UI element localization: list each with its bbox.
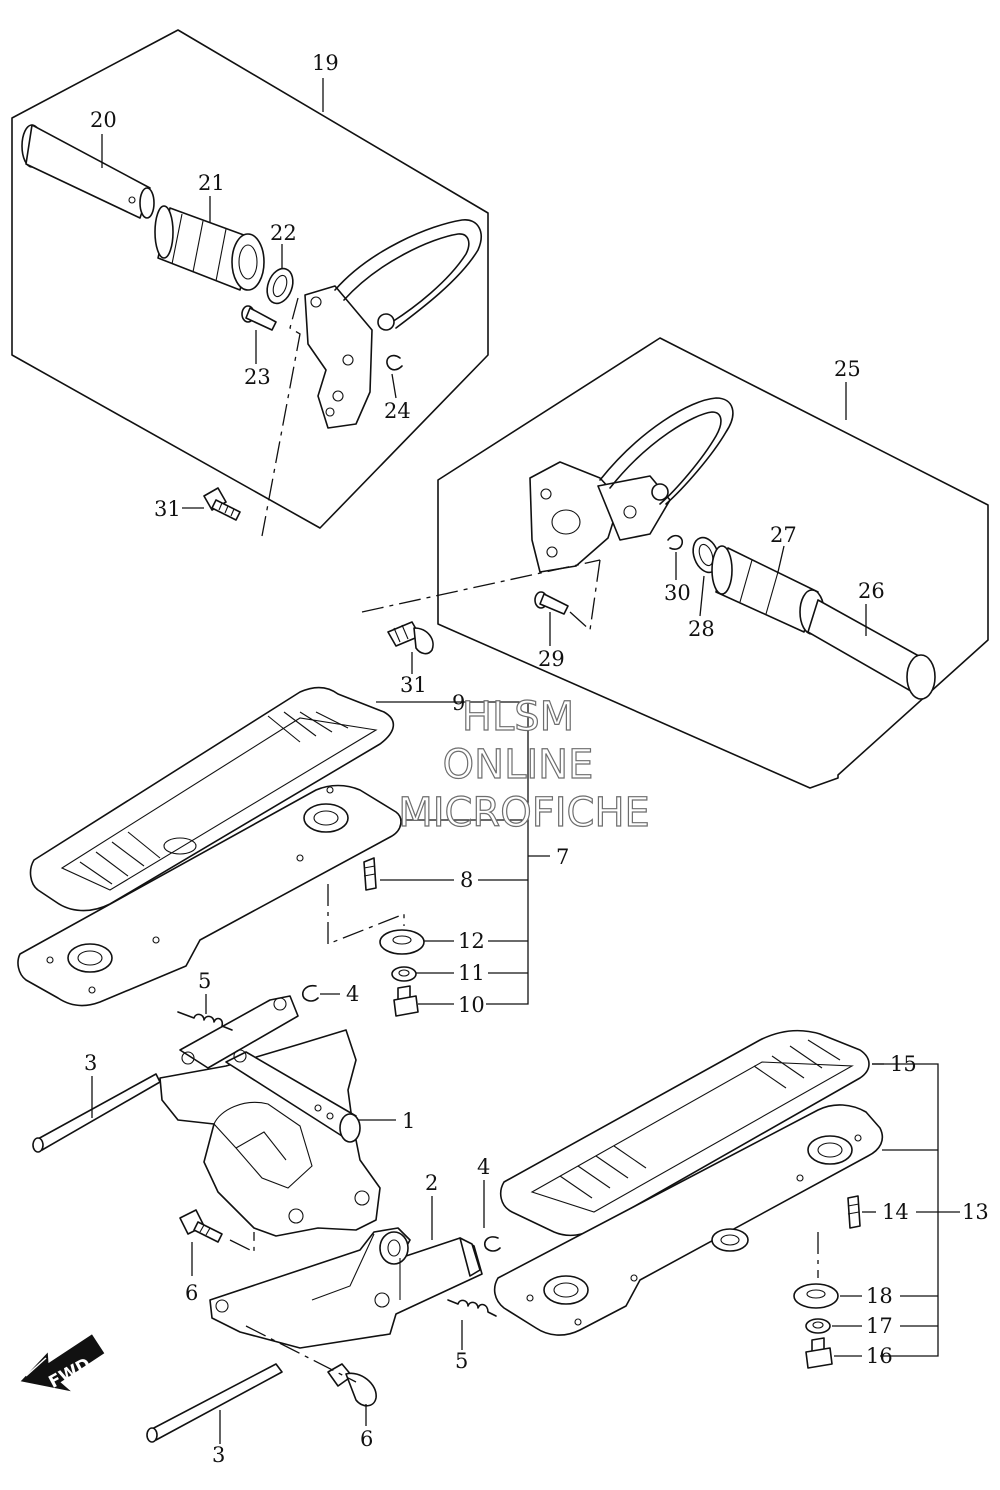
- callout-31-upper: 31: [154, 497, 181, 521]
- callout-6-lower: 6: [360, 1427, 373, 1451]
- callout-labels: 19 20 21 22 23 24 31 25 27 26 30 28 29 3…: [84, 51, 989, 1467]
- watermark: HLSM ONLINE MICROFICHE: [398, 693, 651, 836]
- callout-16: 16: [866, 1344, 893, 1368]
- callout-8: 8: [460, 868, 473, 892]
- bolt-6-upper: [179, 1209, 223, 1243]
- callout-4-lower: 4: [477, 1155, 490, 1179]
- callout-7: 7: [556, 845, 569, 869]
- leader-lines: [91, 78, 960, 1444]
- callout-26: 26: [858, 579, 885, 603]
- callout-13: 13: [962, 1200, 989, 1224]
- callout-11: 11: [458, 961, 485, 985]
- callout-2: 2: [425, 1171, 438, 1195]
- screw-8: [363, 857, 377, 891]
- washer-12: [379, 929, 425, 955]
- screw-14: [847, 1195, 861, 1229]
- e-clip-30: [667, 534, 684, 550]
- bracket-1: [159, 995, 381, 1237]
- bolt-6-lower: [327, 1363, 377, 1407]
- watermark-line-1: HLSM: [462, 694, 574, 740]
- callout-24: 24: [384, 399, 411, 423]
- e-clip-24: [386, 354, 403, 371]
- washer-22: [266, 267, 294, 305]
- spring-5-upper: [177, 1011, 233, 1031]
- callout-18: 18: [866, 1284, 893, 1308]
- callout-14: 14: [882, 1200, 909, 1224]
- callout-19: 19: [312, 51, 339, 75]
- peg-bracket-25: [529, 397, 734, 573]
- callout-5-upper: 5: [198, 969, 211, 993]
- callout-12: 12: [458, 929, 485, 953]
- peg-bracket-19: [304, 219, 482, 429]
- peg-pin-20: [21, 124, 155, 219]
- footboard-right: [493, 1029, 884, 1336]
- peg-rubber-21: [154, 205, 265, 291]
- watermark-line-2: ONLINE: [443, 742, 594, 788]
- callout-1: 1: [402, 1109, 415, 1133]
- bolt-16: [805, 1337, 833, 1369]
- pivot-pin-3-lower: [146, 1363, 283, 1443]
- callout-20: 20: [90, 108, 117, 132]
- peg-rubber-27: [711, 545, 825, 635]
- peg-pin-26: [807, 599, 936, 700]
- watermark-line-3: MICROFICHE: [398, 790, 650, 836]
- washer-17: [805, 1318, 831, 1334]
- callout-21: 21: [198, 171, 225, 195]
- bolt-10: [393, 985, 419, 1017]
- fwd-arrow-icon: FWD: [20, 1334, 105, 1393]
- callout-17: 17: [866, 1314, 893, 1338]
- callout-3-upper: 3: [84, 1051, 97, 1075]
- spring-5-lower: [447, 1299, 497, 1317]
- callout-27: 27: [770, 523, 797, 547]
- callout-9: 9: [452, 691, 465, 715]
- bolt-31-upper: [203, 487, 241, 521]
- callout-30: 30: [664, 581, 691, 605]
- assembly-box-19: [11, 29, 489, 529]
- callout-4-upper: 4: [346, 982, 359, 1006]
- callout-25: 25: [834, 357, 861, 381]
- pivot-pin-3-upper: [32, 1073, 161, 1153]
- pin-23: [241, 305, 277, 331]
- callout-22: 22: [270, 221, 297, 245]
- assembly-box-25: [437, 337, 989, 789]
- pin-29: [534, 591, 569, 615]
- callout-3-lower: 3: [212, 1443, 225, 1467]
- callout-15: 15: [890, 1052, 917, 1076]
- callout-6-upper: 6: [185, 1281, 198, 1305]
- e-clip-4-lower: [483, 1236, 501, 1252]
- washer-11: [391, 966, 417, 982]
- callout-10: 10: [458, 993, 485, 1017]
- bolt-31-lower: [387, 621, 434, 655]
- callout-23: 23: [244, 365, 271, 389]
- footboard-left: [17, 686, 402, 1007]
- callout-29: 29: [538, 647, 565, 671]
- callout-28: 28: [688, 617, 715, 641]
- callout-5-lower: 5: [455, 1349, 468, 1373]
- callout-31-lower: 31: [400, 673, 427, 697]
- washer-18: [793, 1283, 839, 1309]
- bracket-2: [209, 1227, 483, 1349]
- e-clip-4-upper: [301, 984, 319, 1002]
